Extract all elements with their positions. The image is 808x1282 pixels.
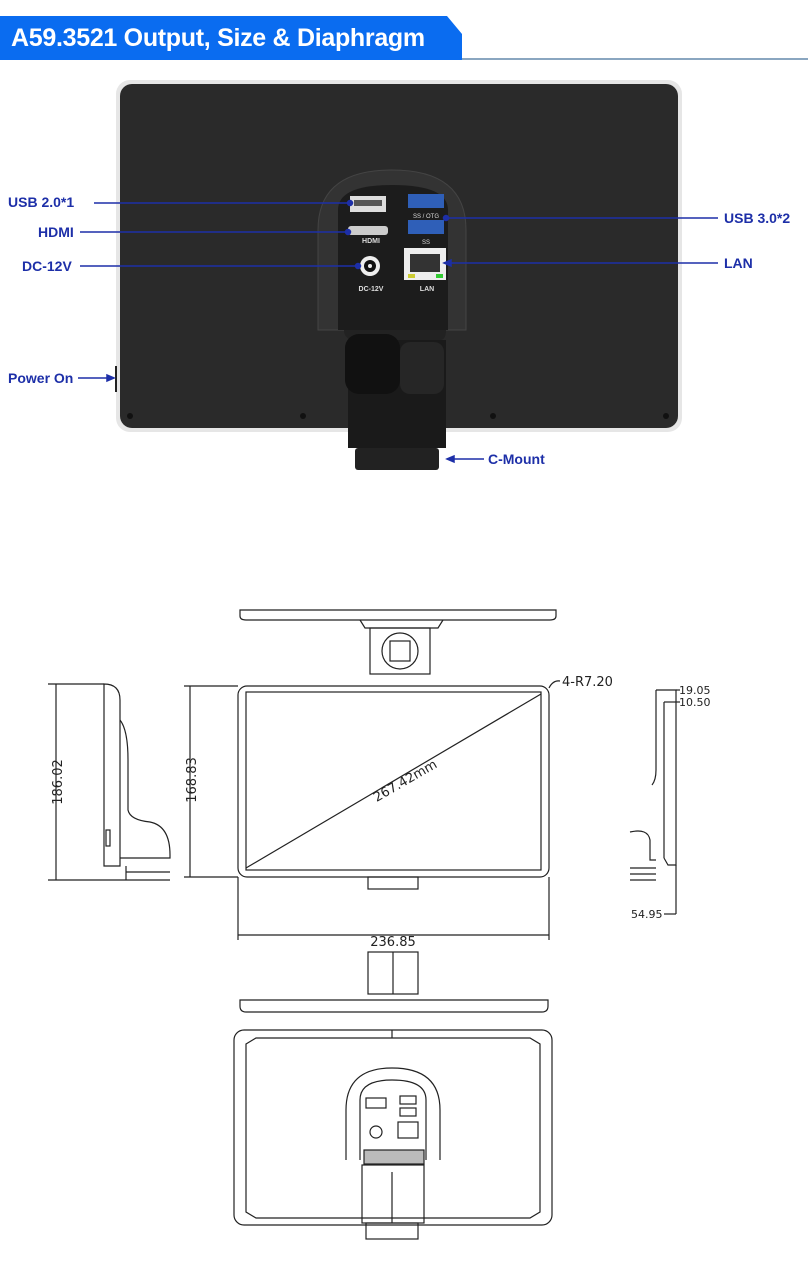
dim-diagonal: 267.42mm (371, 757, 440, 805)
dim-width-front: 236.85 (370, 935, 416, 950)
callout-cmount: C-Mount (488, 451, 545, 467)
dim-depth-top: 19.05 (679, 684, 711, 697)
callout-hdmi: HDMI (38, 224, 74, 240)
callout-dc: DC-12V (22, 258, 72, 274)
port-label-dc: DC-12V (359, 286, 384, 293)
title-banner: A59.3521 Output, Size & Diaphragm (0, 16, 462, 60)
device-back-photo: HDMI DC-12V LAN SS / OTG SS (115, 80, 682, 470)
port-label-usb3-otg: SS / OTG (413, 214, 439, 220)
page-title: A59.3521 Output, Size & Diaphragm (11, 24, 425, 52)
dim-depth-mid: 10.50 (679, 696, 711, 709)
callout-usb3: USB 3.0*2 (724, 210, 791, 226)
callout-usb2: USB 2.0*1 (8, 194, 75, 210)
port-label-lan: LAN (420, 286, 434, 293)
dim-radius: 4-R7.20 (562, 675, 613, 690)
dim-depth-total: 54.95 (631, 908, 663, 921)
callout-power: Power On (8, 370, 74, 386)
callout-lines (78, 199, 718, 464)
port-label-usb3: SS (422, 240, 430, 246)
dim-height-front: 168.83 (185, 757, 200, 803)
port-label-hdmi: HDMI (362, 238, 380, 245)
header-rule (462, 58, 808, 60)
dimension-labels: 4-R7.20 267.42mm 236.85 168.83 186.02 19… (51, 675, 711, 950)
callout-lan: LAN (724, 255, 753, 271)
dim-height-side: 186.02 (51, 759, 66, 805)
technical-drawings (48, 609, 680, 1240)
